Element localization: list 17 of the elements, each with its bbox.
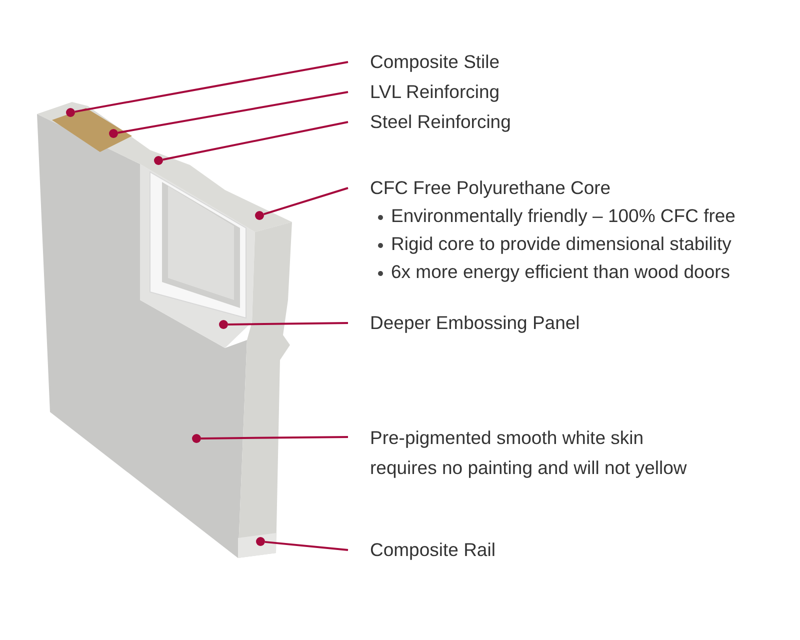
bullet-text: 6x more energy efficient than wood doors	[391, 261, 730, 282]
leader-line	[264, 540, 348, 551]
bullet-text: Rigid core to provide dimensional stability	[391, 233, 732, 254]
bullet-text: Environmentally friendly – 100% CFC free	[391, 205, 736, 226]
callout-label: Pre-pigmented smooth white skin requires no painting and will not yellow	[370, 426, 688, 480]
leader-line	[228, 322, 348, 326]
leader-line	[118, 91, 348, 134]
leader-line	[264, 187, 348, 216]
callout-label: Steel Reinforcing	[370, 110, 511, 134]
callout-label: LVL Reinforcing	[370, 80, 500, 104]
callout-label: Deeper Embossing Panel	[370, 311, 580, 335]
callout-label: Composite Rail	[370, 538, 496, 562]
leader-line	[162, 121, 348, 161]
leader-line	[201, 436, 348, 440]
leader-line	[74, 61, 348, 113]
callout-label: Composite Stile	[370, 50, 500, 74]
callout-label: CFC Free Polyurethane Core	[370, 176, 612, 200]
